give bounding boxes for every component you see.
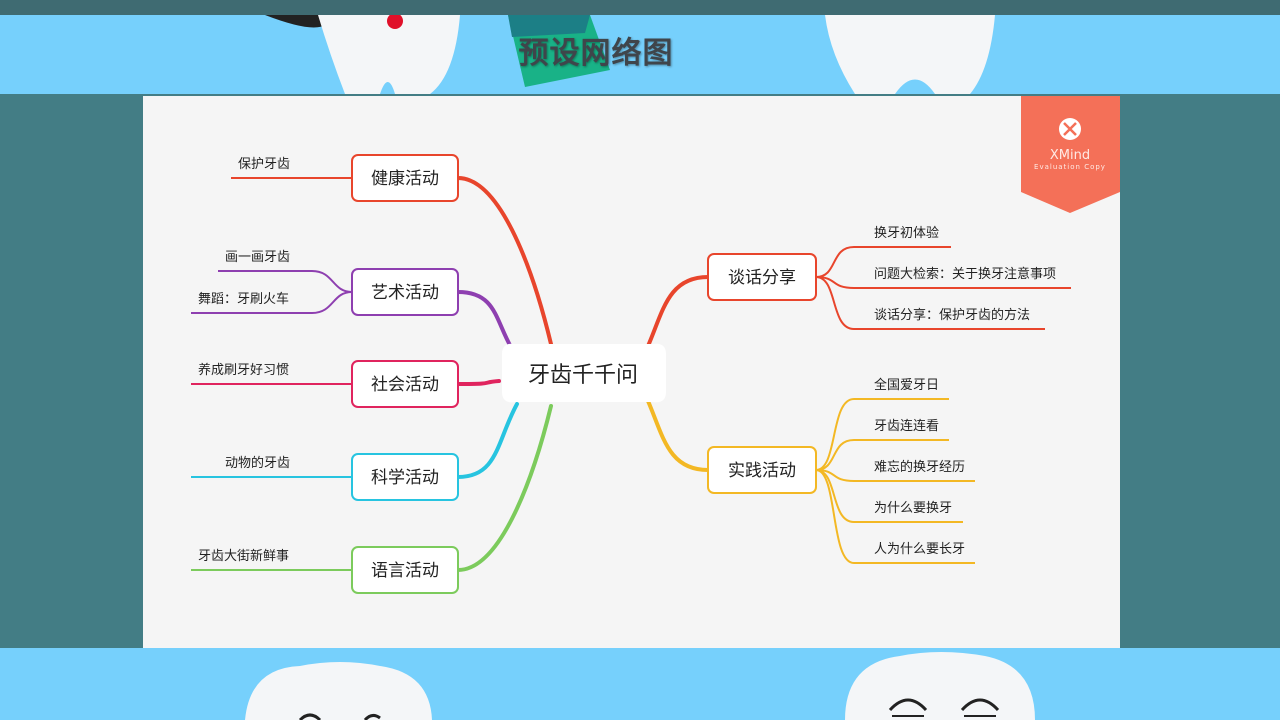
leaf-language-0[interactable]: 牙齿大街新鲜事 xyxy=(198,548,289,564)
link-social xyxy=(456,379,501,386)
leaf-link-practice-1 xyxy=(815,439,949,471)
topic-health-label: 健康活动 xyxy=(371,169,439,189)
leaf-science-0[interactable]: 动物的牙齿 xyxy=(225,455,290,471)
central-topic-shape xyxy=(502,343,666,403)
watermark-brand: XMind xyxy=(1050,148,1090,163)
leaf-link-art-1 xyxy=(191,291,353,314)
topic-social-label: 社会活动 xyxy=(371,375,439,395)
leaf-social-0[interactable]: 养成刷牙好习惯 xyxy=(198,362,289,378)
topic-science[interactable]: 科学活动 xyxy=(351,453,459,501)
link-health xyxy=(456,176,553,346)
topic-practice[interactable]: 实践活动 xyxy=(707,446,817,494)
topic-social[interactable]: 社会活动 xyxy=(351,360,459,408)
link-practice xyxy=(646,399,710,472)
leaf-practice-3[interactable]: 为什么要换牙 xyxy=(874,501,952,516)
leaf-art-0[interactable]: 画一画牙齿 xyxy=(225,250,290,265)
tooth-decoration-top xyxy=(265,15,995,94)
leaf-link-practice-0 xyxy=(815,398,949,471)
topic-talk-box xyxy=(707,253,817,301)
leaf-talk-0[interactable]: 换牙初体验 xyxy=(874,225,939,241)
topic-practice-label: 实践活动 xyxy=(728,461,796,481)
topic-talk[interactable]: 谈话分享 xyxy=(707,253,817,301)
leaf-link-practice-4 xyxy=(815,469,975,564)
topic-talk-label: 谈话分享 xyxy=(728,268,796,288)
footer-band xyxy=(0,648,1280,720)
topic-language[interactable]: 语言活动 xyxy=(351,546,459,594)
leaf-practice-2[interactable]: 难忘的换牙经历 xyxy=(874,459,965,475)
slide-title: 预设网络图 xyxy=(518,36,674,71)
leaf-art-1[interactable]: 舞蹈：牙刷火车 xyxy=(198,291,289,307)
leaf-practice-1[interactable]: 牙齿连连看 xyxy=(874,418,939,434)
leaf-link-talk-0 xyxy=(815,246,951,278)
topic-social-box xyxy=(351,360,459,408)
watermark-ribbon xyxy=(1021,96,1120,213)
top-strip xyxy=(0,0,1280,15)
link-language xyxy=(456,404,553,572)
header-band xyxy=(0,15,1280,94)
topic-practice-box xyxy=(707,446,817,494)
topic-art-label: 艺术活动 xyxy=(371,283,439,303)
leaf-talk-2[interactable]: 谈话分享：保护牙齿的方法 xyxy=(874,307,1030,323)
mindmap-canvas: 牙齿千千问 健康活动 保护牙齿艺术活动 画一画牙齿舞蹈：牙刷火车社会活动 养成刷牙好习惯… xyxy=(143,96,1120,648)
topic-science-label: 科学活动 xyxy=(371,468,439,488)
watermark-note: Evaluation Copy xyxy=(1034,163,1106,171)
leaf-practice-4[interactable]: 人为什么要长牙 xyxy=(874,542,965,557)
central-topic-label: 牙齿千千问 xyxy=(528,363,638,388)
link-talk xyxy=(646,275,710,348)
topic-science-box xyxy=(351,453,459,501)
leaf-talk-1[interactable]: 问题大检索：关于换牙注意事项 xyxy=(874,266,1056,282)
leaf-link-art-0 xyxy=(218,270,353,293)
topic-health[interactable]: 健康活动 xyxy=(351,154,459,202)
central-topic[interactable]: 牙齿千千问 xyxy=(502,343,666,403)
topic-art[interactable]: 艺术活动 xyxy=(351,268,459,316)
leaf-practice-0[interactable]: 全国爱牙日 xyxy=(874,377,939,393)
xmind-logo-x xyxy=(1063,122,1077,136)
tooth-decoration-bottom xyxy=(245,652,1035,720)
topic-art-box xyxy=(351,268,459,316)
leaf-link-talk-2 xyxy=(815,276,1045,330)
leaf-health-0[interactable]: 保护牙齿 xyxy=(238,157,290,172)
xmind-watermark: XMind Evaluation Copy xyxy=(1021,96,1120,213)
link-art xyxy=(456,290,517,356)
topic-language-box xyxy=(351,546,459,594)
topic-language-label: 语言活动 xyxy=(371,561,439,581)
link-science xyxy=(456,402,519,479)
topic-health-box xyxy=(351,154,459,202)
